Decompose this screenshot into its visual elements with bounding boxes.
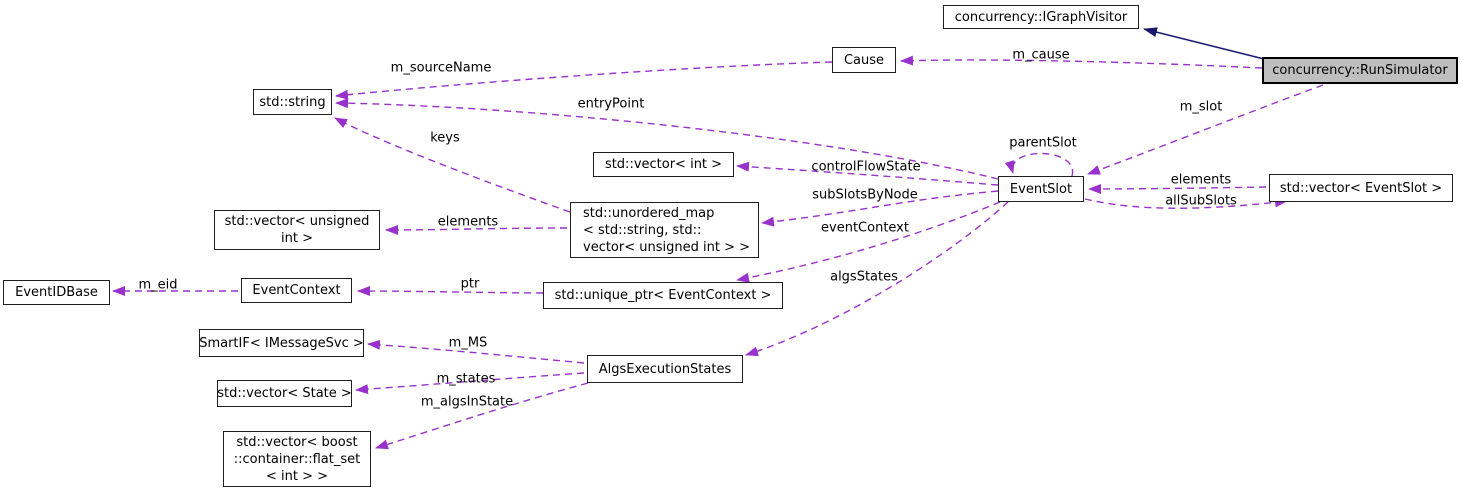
edge-label-eventcontext: eventContext (821, 220, 909, 236)
node-std-string[interactable]: std::string (253, 89, 332, 115)
edge-label-allsubslots: allSubSlots (1165, 193, 1237, 209)
node-std-unique-ptr-eventcontext[interactable]: std::unique_ptr< EventContext > (543, 282, 783, 309)
edge-label-m-algsinstate: m_algsInState (420, 394, 514, 410)
edge-label-parentslot: parentSlot (1009, 135, 1077, 151)
node-eventcontext[interactable]: EventContext (241, 278, 352, 303)
node-std-unordered-map[interactable]: std::unordered_map < std::string, std:: … (570, 202, 759, 258)
node-std-vector-state[interactable]: std::vector< State > (217, 380, 352, 407)
edge-label-m-eid: m_eid (138, 277, 178, 293)
edge-label-controlflowstate: controlFlowState (811, 159, 921, 175)
node-eventslot[interactable]: EventSlot (998, 176, 1084, 202)
edge-label-m-states: m_states (436, 371, 496, 387)
edge-label-ptr: ptr (460, 276, 480, 292)
edge-elements-right (1088, 183, 1267, 194)
edge-label-entrypoint: entryPoint (577, 96, 645, 112)
edge-label-elements-left: elements (437, 214, 499, 230)
node-line: vector< unsigned int > > (583, 239, 750, 255)
edge-label-elements-right: elements (1170, 172, 1232, 188)
node-std-vector-eventslot[interactable]: std::vector< EventSlot > (1269, 174, 1453, 202)
edge-algsstates (745, 201, 1009, 357)
node-line: std::unordered_map (583, 205, 715, 221)
edge-m-cause (900, 55, 1263, 69)
edge-eventcontext (736, 201, 1001, 283)
edge-entrypoint (335, 98, 999, 180)
node-eventidbase[interactable]: EventIDBase (3, 280, 110, 305)
node-std-vector-int[interactable]: std::vector< int > (593, 152, 734, 177)
edge-m-ms (367, 339, 585, 364)
node-line: std::vector< boost (236, 434, 358, 450)
edge-parentslot-selfloop (1004, 152, 1074, 177)
edge-m-sourcename (335, 61, 833, 100)
edge-ptr (357, 286, 544, 297)
node-algsexecutionstates[interactable]: AlgsExecutionStates (587, 355, 743, 383)
edge-m-algsinstate (375, 382, 589, 450)
edge-label-subslotsbynode: subSlotsByNode (812, 187, 918, 203)
edge-elements-left (385, 224, 568, 235)
edge-label-m-sourcename: m_sourceName (390, 60, 492, 76)
edge-label-m-slot: m_slot (1179, 99, 1223, 115)
edge-keys (334, 117, 571, 213)
node-line: int > (281, 231, 313, 246)
edge-m-slot (1087, 84, 1324, 175)
node-cause[interactable]: Cause (832, 47, 896, 73)
node-smartif-imessagesvc[interactable]: SmartIF< IMessageSvc > (199, 329, 364, 357)
node-concurrency-igraphvisitor[interactable]: concurrency::IGraphVisitor (943, 5, 1139, 29)
node-concurrency-runsimulator[interactable]: concurrency::RunSimulator (1262, 57, 1458, 84)
node-line: std::vector< unsigned (224, 214, 370, 229)
node-line: < int > > (265, 468, 329, 484)
edge-label-m-cause: m_cause (1012, 47, 1070, 63)
edge-inheritance-rundimulator-igraphvisitor (1143, 27, 1269, 61)
edge-allsubslots (1084, 197, 1288, 209)
edge-controlflowstate (736, 161, 999, 186)
node-std-vector-boost-flat-set[interactable]: std::vector< boost ::container::flat_set… (223, 431, 371, 487)
edge-m-states (355, 372, 585, 395)
node-line: < std::string, std:: (583, 222, 702, 238)
node-std-vector-unsigned-int[interactable]: std::vector< unsigned int > (214, 210, 380, 250)
edge-label-m-ms: m_MS (448, 335, 488, 351)
edge-label-keys: keys (430, 130, 460, 146)
node-line: ::container::flat_set (233, 451, 361, 467)
edge-label-algsstates: algsStates (830, 269, 898, 285)
